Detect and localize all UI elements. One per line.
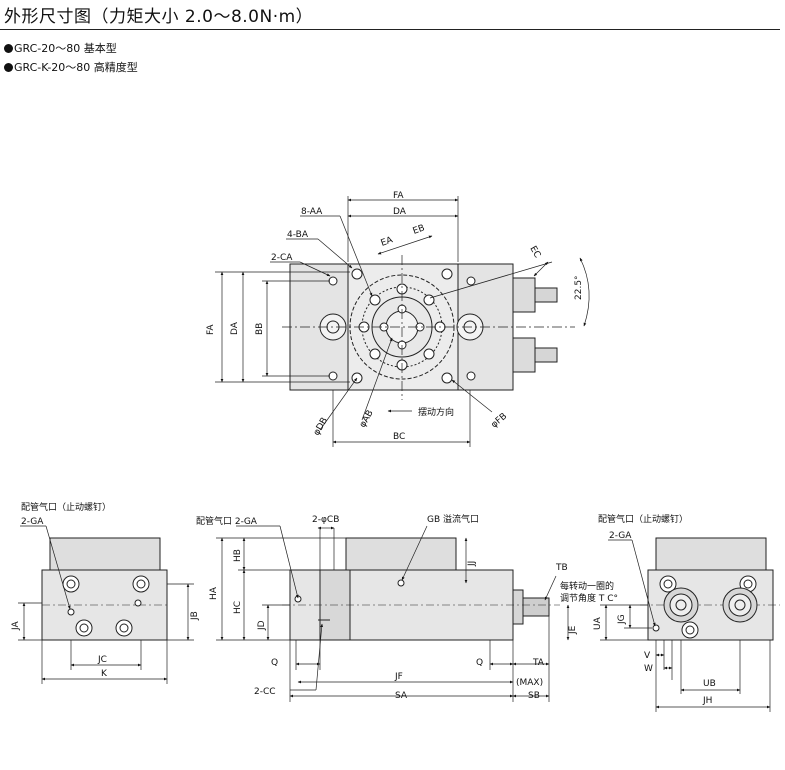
dim-fa-top: FA [393,191,404,201]
dim-fb: φFB [490,412,510,431]
dim-2ca: 2-CA [271,253,293,263]
left-view-labels: 配管气口（止动螺钉） 2-GA JA JB JC K [11,501,200,679]
dim-jj: JJ [467,561,477,567]
page-title: 外形尺寸图（力矩大小 2.0～8.0N·m） [4,7,314,27]
relief-port: GB 溢流气口 [427,513,479,525]
dim-ha: HA [209,586,219,600]
adjust-screw-upper [534,287,558,303]
left-view-dims [18,525,194,684]
right-port-ga: 2-GA [609,531,632,541]
dim-jd: JD [257,620,267,631]
front-port-ga: 配管气口 2-GA [196,515,258,527]
left-port-label: 配管气口（止动螺钉） [21,501,111,513]
dim-w: W [644,664,653,674]
dim-je: JE [568,625,578,635]
dim-jc: JC [97,655,107,665]
front-view [282,537,560,641]
left-view [41,537,168,641]
right-port-label: 配管气口（止动螺钉） [598,513,688,525]
bullet-icon [4,63,13,72]
dim-da-top: DA [393,207,407,217]
dim-v: V [644,651,651,661]
variant-precision: GRC-K-20～80 高精度型 [4,59,138,75]
variant-basic-label: GRC-20～80 基本型 [14,42,117,55]
right-view-labels: 配管气口（止动螺钉） 2-GA UA JG V W UB JH [593,513,716,706]
right-view-dims [600,539,771,712]
adjust-note-1: 每转动一圈的 [560,580,614,592]
dim-ec: EC [527,245,542,260]
right-view [640,537,780,641]
dim-sb: SB [528,691,540,701]
dim-sa: SA [395,691,408,701]
dim-eb: EB [412,223,427,236]
dim-hb: HB [233,549,243,562]
adjust-block-lower [512,337,536,373]
dim-k: K [101,669,108,679]
top-view-dims [215,196,590,447]
dim-bb: BB [255,323,265,335]
rotation-direction: 摆动方向 [418,406,454,418]
dim-bc: BC [393,432,405,442]
dim-angle: 22.5° [574,275,584,300]
left-port-ga: 2-GA [21,517,44,527]
top-view [282,255,575,400]
dim-ub: UB [703,679,716,689]
variant-precision-label: GRC-K-20～80 高精度型 [14,61,138,74]
front-view-labels: 配管气口 2-GA 2-φCB GB 溢流气口 TB 每转动一圈的 调节角度 T… [196,513,618,701]
dim-ja: JA [11,621,21,631]
adjust-screw-lower [534,347,558,363]
title-rule [0,29,780,30]
dim-jh: JH [702,696,712,706]
dim-jb: JB [190,611,200,621]
adjust-block-upper [512,277,536,313]
dim-ab: φAB [358,409,376,430]
dim-4ba: 4-BA [287,230,309,240]
bullet-icon [4,44,13,53]
front-view-dims [216,525,570,702]
dim-jf: JF [394,672,403,682]
dim-ta: TA [532,658,545,668]
dim-ea: EA [380,235,395,249]
dim-8aa: 8-AA [301,207,323,217]
dim-fa-left: FA [206,324,216,335]
dim-hc: HC [233,601,243,614]
dim-da-left: DA [230,321,240,335]
dim-jg: JG [617,614,627,625]
dim-ua: UA [593,616,603,630]
variant-basic: GRC-20～80 基本型 [4,40,117,56]
dim-tb: TB [555,563,568,573]
adjust-note-2: 调节角度 T C° [560,592,618,604]
dim-2cc: 2-CC [254,687,276,697]
dim-max: (MAX) [516,678,543,688]
dim-2cb: 2-φCB [312,515,339,525]
dim-q-right: Q [476,658,483,668]
dim-q-left: Q [271,658,278,668]
